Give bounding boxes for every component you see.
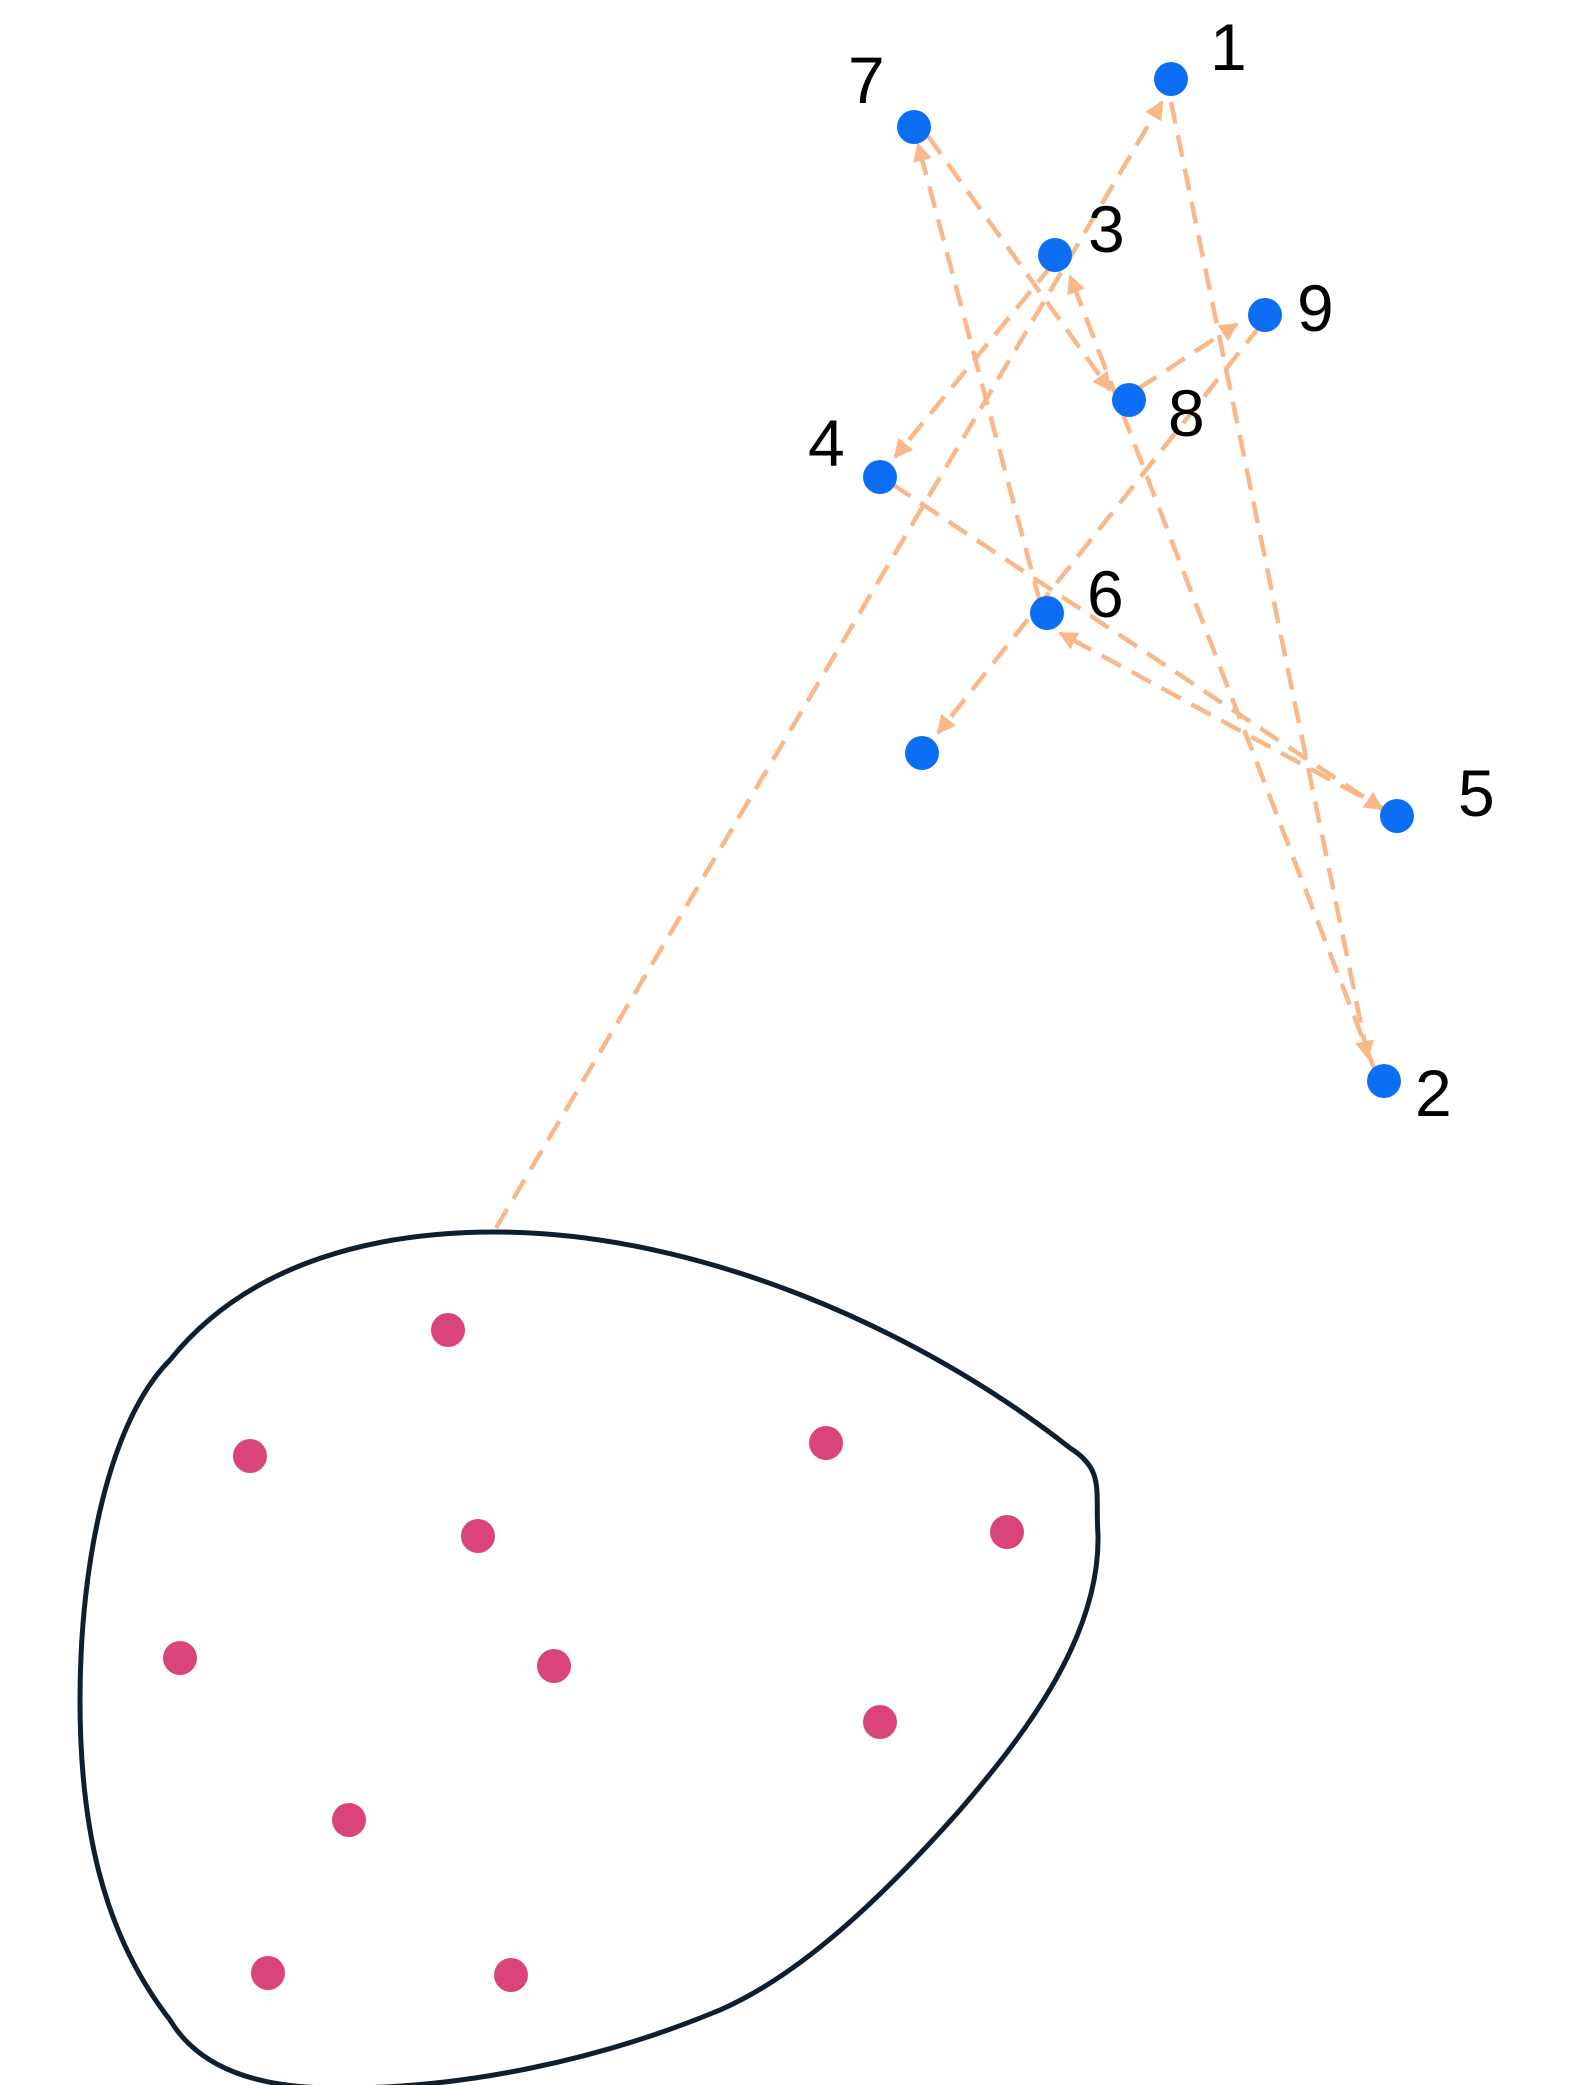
edge-5-to-6 (1058, 631, 1392, 814)
label-4: 4 (808, 406, 845, 480)
region-outline (77, 1229, 1101, 2085)
path-point-end (905, 736, 939, 770)
cluster-point (461, 1519, 495, 1553)
cluster-point (233, 1439, 267, 1473)
path-point-4 (863, 460, 897, 494)
label-2: 2 (1415, 1056, 1452, 1130)
path-point-6 (1030, 596, 1064, 630)
path-point-2 (1367, 1064, 1401, 1098)
path-point-9 (1248, 298, 1282, 332)
path-point-7 (897, 110, 931, 144)
cluster-point (251, 1956, 285, 1990)
cluster-point (537, 1649, 571, 1683)
edge-8-to-9 (1136, 322, 1239, 391)
edge-6-to-7 (913, 142, 1043, 603)
label-3: 3 (1088, 192, 1125, 266)
edge-9-to-end (936, 324, 1262, 735)
label-7: 7 (848, 43, 885, 117)
path-point-3 (1038, 238, 1072, 272)
label-8: 8 (1168, 376, 1205, 450)
edge-region-to-1 (494, 100, 1164, 1230)
path-points (863, 62, 1414, 1098)
label-6: 6 (1087, 557, 1124, 631)
edge-3-to-4 (893, 263, 1054, 459)
label-5: 5 (1458, 756, 1495, 830)
point-labels: 1 2 3 4 5 6 7 8 9 (808, 10, 1495, 1130)
label-1: 1 (1210, 10, 1247, 84)
cluster-point (863, 1705, 897, 1739)
path-edges (494, 100, 1392, 1230)
cluster-point (332, 1803, 366, 1837)
cluster-point (990, 1515, 1024, 1549)
path-point-5 (1380, 799, 1414, 833)
cluster-point (494, 1958, 528, 1992)
edge-7-to-8 (926, 134, 1112, 392)
cluster-point (431, 1313, 465, 1347)
cluster-point (809, 1426, 843, 1460)
edge-4-to-5 (890, 482, 1384, 811)
edge-2-to-3 (1067, 274, 1377, 1069)
path-point-8 (1112, 383, 1146, 417)
edge-1-to-2 (1168, 101, 1374, 1060)
cluster-point (163, 1641, 197, 1675)
path-point-1 (1154, 62, 1188, 96)
cluster-points (163, 1313, 1024, 1992)
label-9: 9 (1297, 271, 1334, 345)
